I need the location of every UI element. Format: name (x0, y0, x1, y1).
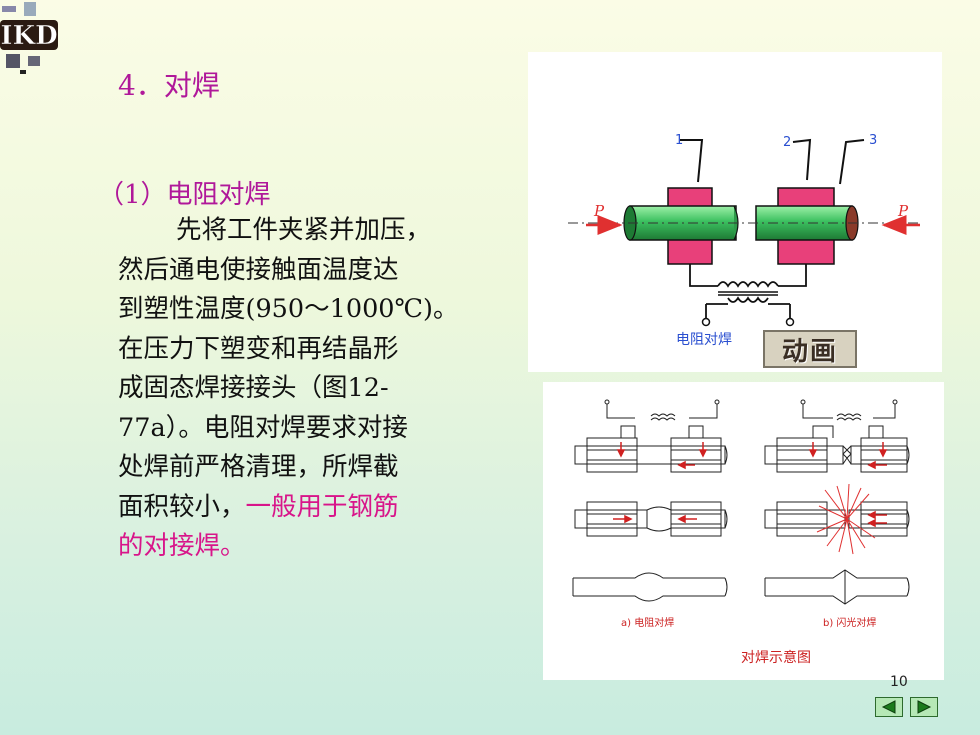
highlighted-text: 的对接焊。 (118, 531, 246, 561)
force-label-right: P (897, 202, 909, 220)
page-number: 10 (890, 674, 908, 690)
label-3: 3 (869, 133, 877, 148)
schematic-b-row3 (764, 569, 910, 605)
paragraph-text: 面积较小， (118, 491, 246, 522)
schematic-b-row2 (764, 501, 910, 537)
body-paragraph: 先将工件夹紧并加压， 然后通电使接触面温度达 到塑性温度(950～1000℃)。… (118, 211, 538, 567)
schematic-a-row3 (572, 572, 728, 602)
paragraph-line: 在压力下塑变和再结晶形 (118, 333, 399, 364)
paragraph-line: 到塑性温度(950～1000℃)。 (118, 294, 459, 324)
leader-line-3 (839, 139, 865, 185)
logo-text: IKD (0, 21, 57, 51)
figure2-title: 对焊示意图 (741, 649, 811, 666)
paragraph-line: 先将工件夹紧并加压， (176, 215, 432, 245)
resistance-welding-diagram: 1 2 3 P P 电阻对焊 动画 (528, 52, 942, 372)
animate-button-label: 动画 (781, 336, 838, 367)
schematic-a-row2 (574, 501, 728, 537)
logo: IKD (0, 0, 58, 78)
caption-b: b) 闪光对焊 (823, 616, 876, 629)
paragraph-line: 77a）。电阻对焊要求对接 (118, 412, 408, 443)
triangle-left-icon (881, 700, 896, 714)
slide-heading: 4．对焊 (118, 69, 220, 102)
label-1: 1 (675, 133, 683, 148)
triangle-right-icon (917, 700, 932, 714)
prev-slide-button[interactable] (875, 697, 903, 717)
flash-sparks (816, 483, 876, 555)
paragraph-line: 处焊前严格清理，所焊截 (118, 452, 399, 482)
paragraph-line: 成固态焊接接头（图12- (118, 373, 389, 403)
force-label-left: P (593, 202, 605, 220)
schematic-a-row1 (574, 399, 728, 473)
section-title: （1）电阻对焊 (98, 180, 271, 210)
schematic-b-row1 (764, 399, 910, 473)
leader-line-2 (792, 138, 812, 181)
butt-welding-schematic: a) 电阻对焊 b) 闪光对焊 对焊示意图 (543, 382, 944, 680)
caption-a: a) 电阻对焊 (621, 616, 674, 629)
paragraph-line: 然后通电使接触面温度达 (118, 254, 399, 285)
figure1-caption: 电阻对焊 (676, 332, 732, 348)
leader-line-1 (680, 139, 704, 183)
paragraph-line: 面积较小，一般用于钢筋 (118, 488, 538, 528)
next-slide-button[interactable] (910, 697, 938, 717)
label-2: 2 (783, 135, 791, 150)
animate-button[interactable]: 动画 (763, 330, 857, 368)
transformer-coil (717, 281, 779, 288)
highlighted-text: 一般用于钢筋 (245, 491, 399, 522)
